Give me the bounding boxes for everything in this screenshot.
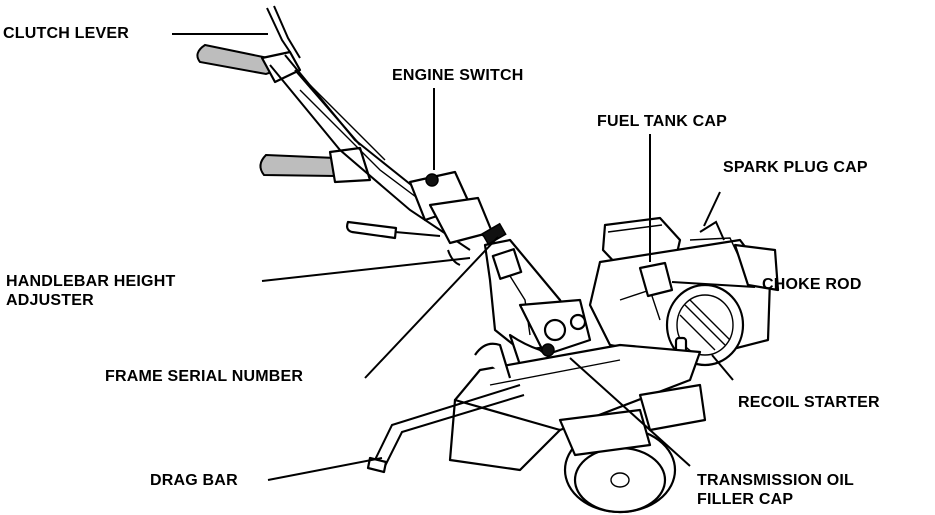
label-clutch-lever: CLUTCH LEVER: [3, 25, 129, 42]
drag-bar: [366, 384, 525, 474]
label-transmission-oil-filler-cap-line2: FILLER CAP: [697, 491, 794, 508]
label-drag-bar: DRAG BAR: [150, 472, 238, 489]
handlebar-assembly: [196, 5, 507, 266]
label-fuel-tank-cap: FUEL TANK CAP: [597, 113, 728, 130]
label-spark-plug-cap: SPARK PLUG CAP: [723, 159, 868, 176]
engine: [588, 216, 780, 367]
label-frame-serial-number: FRAME SERIAL NUMBER: [105, 368, 304, 385]
label-engine-switch: ENGINE SWITCH: [392, 67, 524, 84]
wheel-assembly: [558, 383, 707, 514]
label-choke-rod: CHOKE ROD: [762, 276, 862, 293]
label-handlebar-height-adjuster-line1: HANDLEBAR HEIGHT: [6, 273, 176, 290]
leader-lines: [172, 33, 756, 481]
label-handlebar-height-adjuster-line2: ADJUSTER: [6, 292, 94, 309]
label-transmission-oil-filler-cap-line1: TRANSMISSION OIL: [697, 472, 854, 489]
label-recoil-starter: RECOIL STARTER: [738, 394, 880, 411]
tine-shield: [448, 342, 702, 472]
